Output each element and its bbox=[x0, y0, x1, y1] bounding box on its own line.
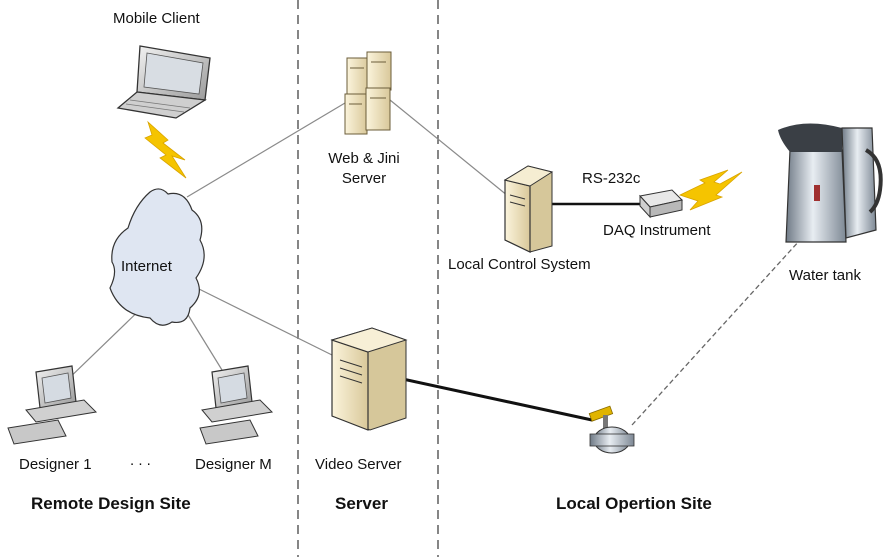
laptop-icon bbox=[116, 45, 211, 119]
lightning-daq-icon bbox=[678, 169, 743, 211]
water-tank-icon bbox=[778, 123, 883, 243]
local-control-tower-icon bbox=[503, 165, 554, 253]
daq-instrument-icon bbox=[639, 189, 684, 219]
link-videoserver-valve bbox=[397, 376, 593, 422]
web-server-icon bbox=[344, 51, 392, 135]
link-internet-videoserver bbox=[196, 287, 333, 356]
designerm-pc-icon bbox=[199, 365, 274, 445]
ball-valve-icon bbox=[588, 405, 635, 454]
link-valve-watertank bbox=[631, 239, 801, 426]
daq-instrument-label: DAQ Instrument bbox=[603, 222, 711, 239]
video-server-label: Video Server bbox=[315, 456, 402, 473]
ellipsis-label: . . . bbox=[130, 452, 151, 469]
rs232c-label: RS-232c bbox=[582, 170, 641, 187]
internet-label: Internet bbox=[121, 258, 172, 275]
video-server-icon bbox=[330, 327, 408, 431]
lightning-mobile-icon bbox=[144, 120, 187, 179]
link-webserver-localcontrol bbox=[389, 99, 509, 197]
link-internet-webserver bbox=[186, 102, 346, 198]
designerm-label: Designer M bbox=[195, 456, 272, 473]
local-control-system-label: Local Control System bbox=[448, 256, 591, 273]
mobile-client-label: Mobile Client bbox=[113, 10, 200, 27]
section-server: Server bbox=[335, 494, 388, 513]
section-local-operation-site: Local Opertion Site bbox=[556, 494, 712, 513]
internet-cloud-icon bbox=[109, 188, 205, 326]
designer1-label: Designer 1 bbox=[19, 456, 92, 473]
web-jini-server-label: Web & Jini Server bbox=[328, 150, 400, 187]
water-tank-label: Water tank bbox=[789, 267, 861, 284]
section-remote-design-site: Remote Design Site bbox=[31, 494, 191, 513]
link-internet-designerm bbox=[181, 304, 223, 371]
designer1-pc-icon bbox=[7, 365, 98, 445]
